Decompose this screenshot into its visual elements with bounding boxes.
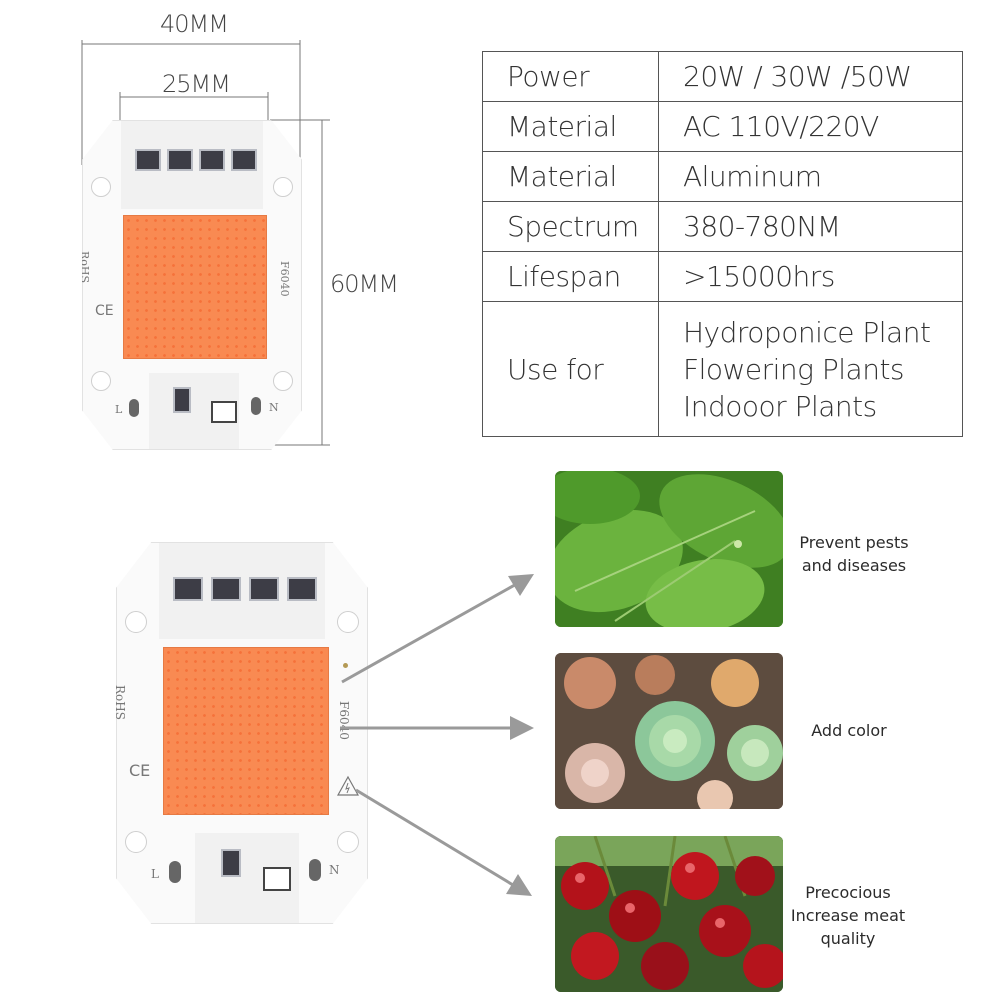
caption-line: Increase meat bbox=[790, 906, 906, 925]
ce-mark: CE bbox=[129, 761, 151, 780]
table-row: Material AC 110V/220V bbox=[482, 101, 963, 152]
terminal-contact bbox=[169, 861, 181, 883]
spec-value: Hydroponice Plant Flowering Plants Indoo… bbox=[658, 301, 963, 437]
height-dimension-label: 60MM bbox=[330, 270, 399, 298]
caption-line: Add color bbox=[811, 721, 887, 740]
mount-hole bbox=[273, 371, 293, 391]
ce-mark: CE bbox=[95, 303, 114, 319]
use-for-item: Hydroponice Plant bbox=[683, 315, 931, 349]
cherry-icon bbox=[555, 836, 783, 992]
solder-pad bbox=[287, 577, 317, 601]
neutral-mark: N bbox=[329, 863, 340, 877]
cob-led-chip-top: RoHS CE F6040 L N bbox=[82, 120, 302, 450]
spec-value: 380-780NM bbox=[658, 201, 963, 252]
spec-key: Use for bbox=[482, 301, 659, 437]
pointer-arrows bbox=[340, 574, 534, 896]
mount-hole bbox=[337, 611, 359, 633]
cherries-photo bbox=[555, 836, 783, 992]
live-mark: L bbox=[115, 403, 123, 416]
mount-hole bbox=[91, 371, 111, 391]
led-emitter bbox=[163, 647, 329, 815]
use-for-item: Indooor Plants bbox=[683, 389, 877, 423]
solder-pad bbox=[173, 577, 203, 601]
succulents-photo bbox=[555, 653, 783, 809]
driver-component bbox=[173, 387, 191, 413]
caption-line: Precocious bbox=[805, 883, 891, 902]
driver-component bbox=[221, 849, 241, 877]
width-dimension-label: 40MM bbox=[160, 10, 229, 38]
terminal-contact bbox=[309, 859, 321, 881]
led-emitter bbox=[123, 215, 267, 359]
leaves-photo bbox=[555, 471, 783, 627]
leaf-icon bbox=[555, 471, 783, 627]
solder-pad bbox=[135, 149, 161, 171]
model-mark: F6040 bbox=[278, 261, 291, 297]
caption-line: and diseases bbox=[801, 556, 907, 575]
table-row: Lifespan >15000hrs bbox=[482, 251, 963, 302]
rohs-mark: RoHS bbox=[113, 685, 127, 720]
table-row: Spectrum 380-780NM bbox=[482, 201, 963, 252]
table-row: Use for Hydroponice Plant Flowering Plan… bbox=[482, 301, 963, 437]
neutral-mark: N bbox=[269, 401, 279, 414]
spec-value: AC 110V/220V bbox=[658, 101, 963, 152]
use-for-item: Flowering Plants bbox=[683, 352, 905, 386]
driver-component bbox=[263, 867, 291, 891]
benefit-caption: Prevent pests and diseases bbox=[790, 531, 918, 577]
led-width-dimension-label: 25MM bbox=[162, 70, 231, 98]
live-mark: L bbox=[151, 867, 159, 881]
spec-key: Power bbox=[482, 51, 659, 102]
spec-value: >15000hrs bbox=[658, 251, 963, 302]
spec-key: Lifespan bbox=[482, 251, 659, 302]
spec-key: Material bbox=[482, 151, 659, 202]
succulent-icon bbox=[555, 653, 783, 809]
benefit-caption: Precocious Increase meat quality bbox=[785, 881, 911, 950]
warning-icon bbox=[337, 775, 359, 796]
spec-value: Aluminum bbox=[658, 151, 963, 202]
spec-value: 20W / 30W /50W bbox=[658, 51, 963, 102]
mount-hole bbox=[125, 831, 147, 853]
caption-line: Prevent pests bbox=[799, 533, 909, 552]
mount-hole bbox=[91, 177, 111, 197]
solder-pad bbox=[249, 577, 279, 601]
spec-key: Material bbox=[482, 101, 659, 152]
cob-led-chip-bottom: RoHS CE F6040 L N bbox=[116, 542, 368, 924]
driver-component bbox=[211, 401, 237, 423]
arrow-head bbox=[506, 874, 532, 896]
arrow-head bbox=[510, 716, 534, 740]
spec-key: Spectrum bbox=[482, 201, 659, 252]
terminal-contact bbox=[251, 397, 261, 415]
solder-pad bbox=[211, 577, 241, 601]
solder-pad bbox=[199, 149, 225, 171]
terminal-contact bbox=[129, 399, 139, 417]
mount-hole bbox=[273, 177, 293, 197]
mount-hole bbox=[125, 611, 147, 633]
benefit-caption: Add color bbox=[790, 719, 908, 742]
solder-pad bbox=[231, 149, 257, 171]
caption-line: quality bbox=[820, 929, 876, 948]
table-row: Material Aluminum bbox=[482, 151, 963, 202]
mount-hole bbox=[337, 831, 359, 853]
marker-dot bbox=[343, 663, 348, 668]
arrow-head bbox=[508, 574, 534, 596]
spec-table: Power 20W / 30W /50W Material AC 110V/22… bbox=[482, 51, 963, 437]
table-row: Power 20W / 30W /50W bbox=[482, 51, 963, 102]
solder-pad bbox=[167, 149, 193, 171]
